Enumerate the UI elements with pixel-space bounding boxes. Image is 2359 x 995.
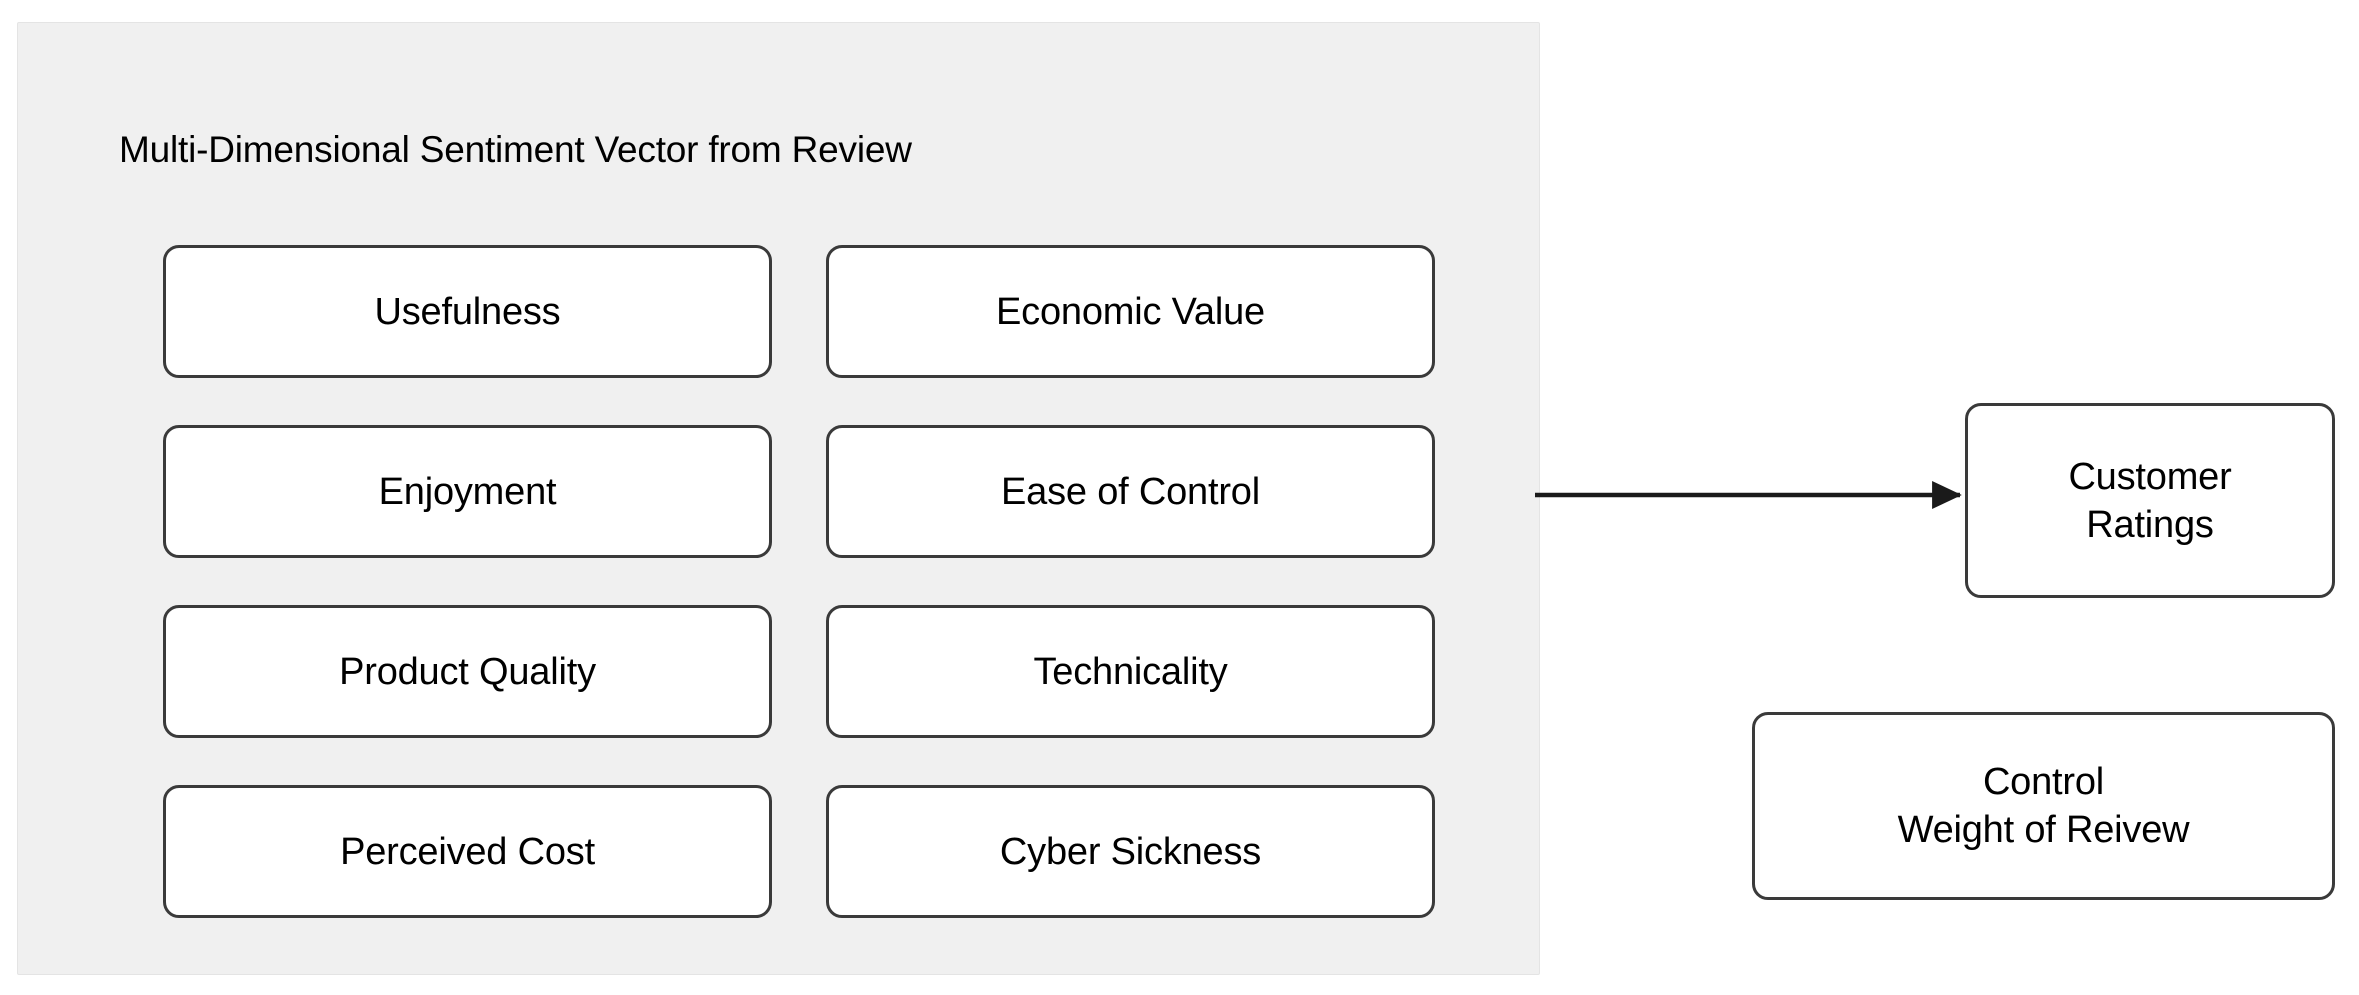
dimension-label: Economic Value <box>996 290 1265 333</box>
dimension-label: Enjoyment <box>378 470 557 513</box>
outcome-label: Control Weight of Reivew <box>1898 758 2190 854</box>
dimension-label: Usefulness <box>374 290 561 333</box>
outcome-box-control-weight[interactable]: Control Weight of Reivew <box>1752 712 2335 900</box>
dimension-box-economic-value[interactable]: Economic Value <box>826 245 1435 378</box>
outcome-label-line2: Weight of Reivew <box>1897 809 2190 851</box>
outcome-label-line2: Ratings <box>2086 503 2214 546</box>
outcome-label-line1: Customer <box>2068 455 2232 498</box>
dimension-label: Ease of Control <box>1001 470 1260 513</box>
outcome-label-line1: Control <box>1982 761 2105 803</box>
sentiment-vector-panel: Multi-Dimensional Sentiment Vector from … <box>17 22 1540 975</box>
dimension-box-cyber-sickness[interactable]: Cyber Sickness <box>826 785 1435 918</box>
dimension-label: Product Quality <box>339 650 596 693</box>
connector-arrow-icon <box>1535 481 1962 509</box>
outcome-label: Customer Ratings <box>2068 453 2231 549</box>
panel-title: Multi-Dimensional Sentiment Vector from … <box>119 129 912 170</box>
dimension-label: Cyber Sickness <box>999 830 1262 873</box>
dimension-label: Technicality <box>1033 650 1228 693</box>
dimension-box-enjoyment[interactable]: Enjoyment <box>163 425 772 558</box>
dimension-box-technicality[interactable]: Technicality <box>826 605 1435 738</box>
dimension-box-perceived-cost[interactable]: Perceived Cost <box>163 785 772 918</box>
outcome-box-customer-ratings[interactable]: Customer Ratings <box>1965 403 2335 598</box>
dimension-box-ease-of-control[interactable]: Ease of Control <box>826 425 1435 558</box>
dimension-box-product-quality[interactable]: Product Quality <box>163 605 772 738</box>
dimension-label: Perceived Cost <box>340 830 595 873</box>
dimension-box-usefulness[interactable]: Usefulness <box>163 245 772 378</box>
dimension-box-grid: Usefulness Economic Value Enjoyment Ease… <box>163 245 1435 918</box>
